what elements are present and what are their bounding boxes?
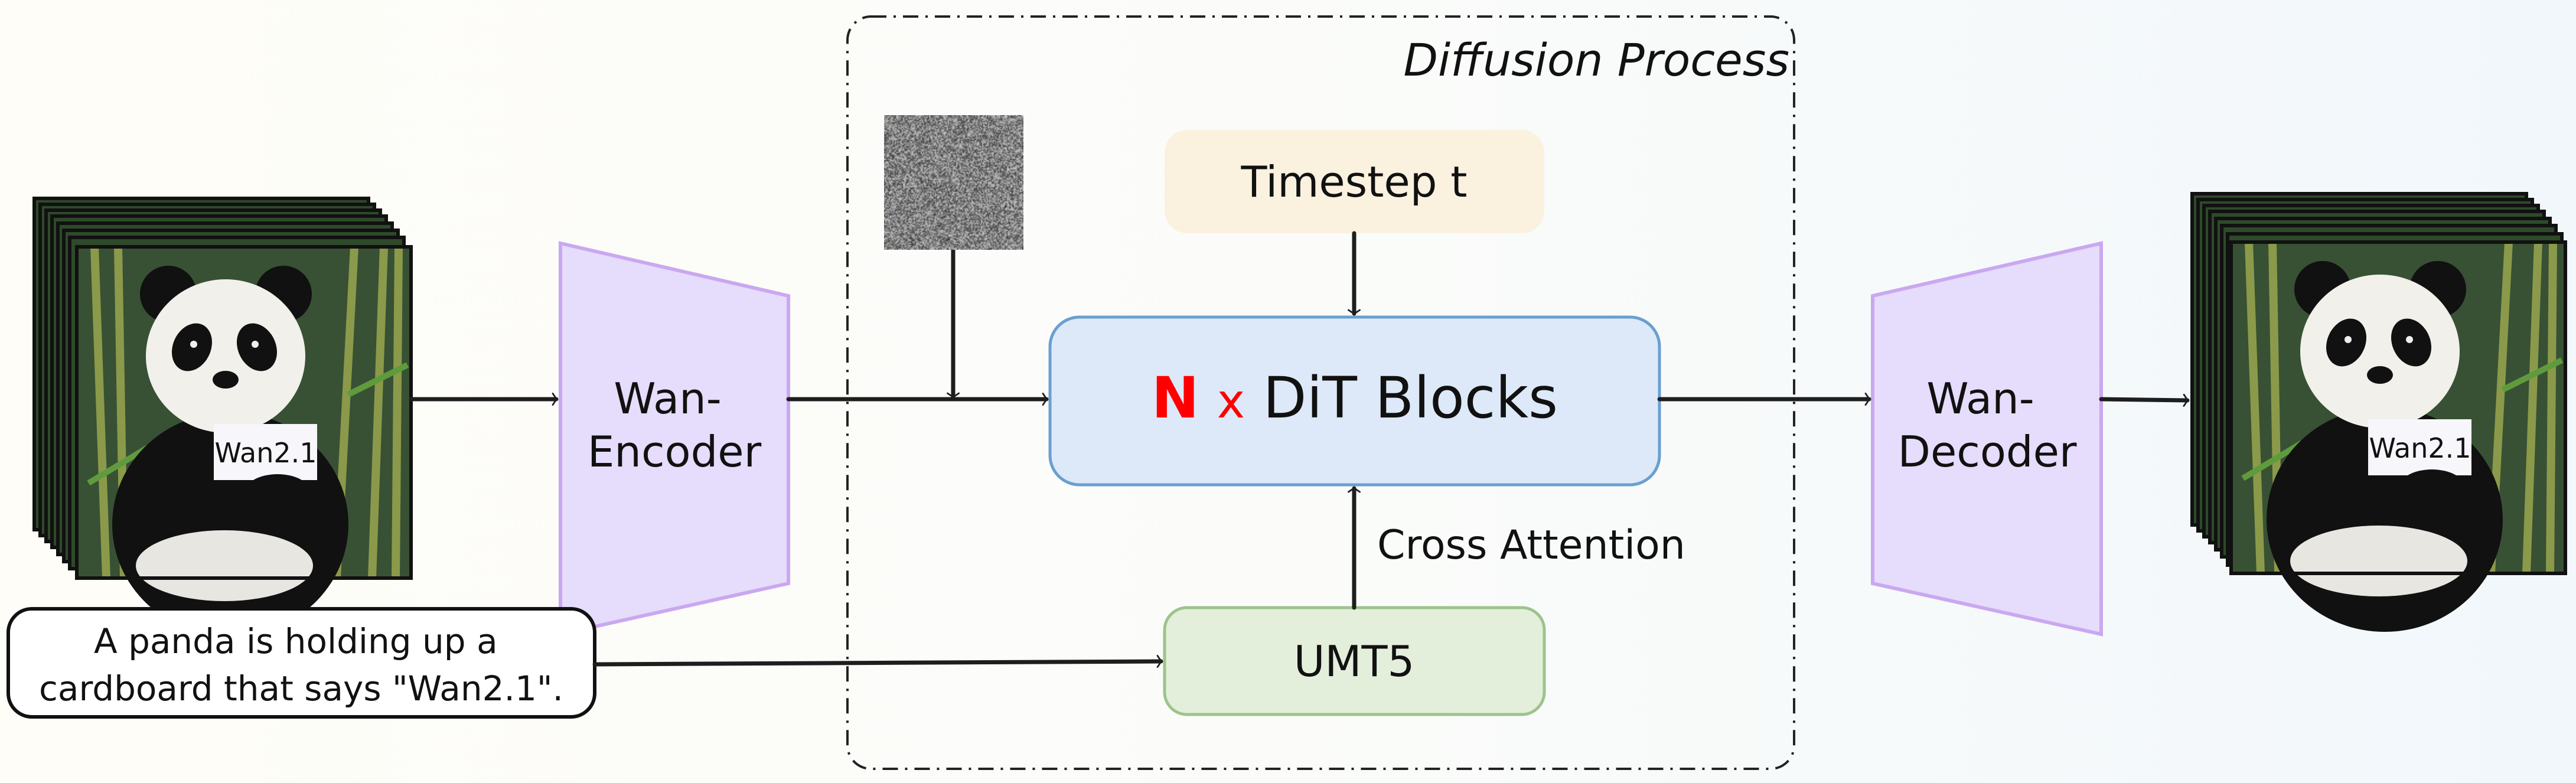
input-video-frames xyxy=(34,198,411,637)
umt5-label: UMT5 xyxy=(1294,637,1415,686)
input-sign-text: Wan2.1 xyxy=(214,437,317,469)
timestep-label: Timestep t xyxy=(1240,157,1467,207)
output-video-frames xyxy=(2192,194,2565,632)
diffusion-process-label: Diffusion Process xyxy=(1404,34,1790,86)
output-sign-text: Wan2.1 xyxy=(2369,432,2471,464)
cross-attention-label: Cross Attention xyxy=(1377,522,1685,569)
dit-blocks-label: N x DiT Blocks xyxy=(1152,365,1558,431)
latent-noise-image xyxy=(884,115,1023,250)
